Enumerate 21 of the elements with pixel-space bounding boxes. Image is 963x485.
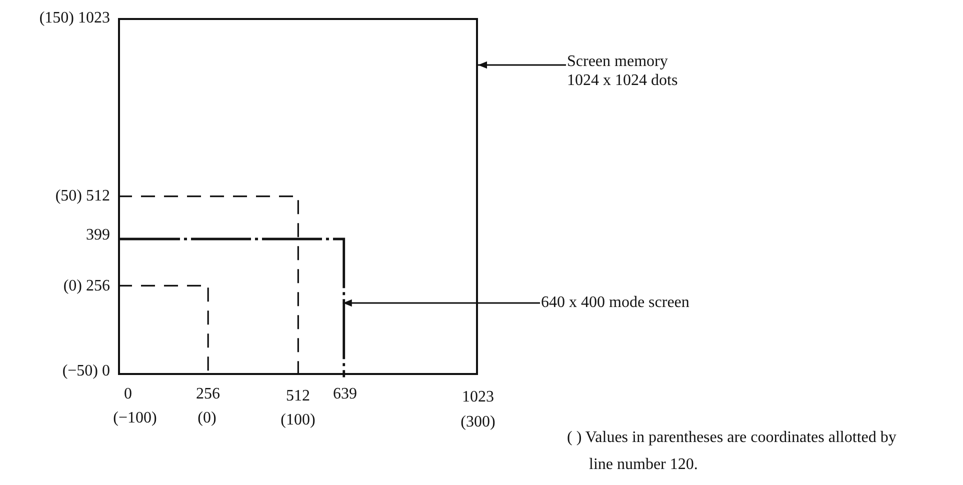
callout-text: 640 x 400 mode screen — [541, 293, 690, 312]
axis-value: (100) — [280, 410, 316, 430]
axis-value: 399 — [86, 225, 110, 245]
axis-value: (300) — [460, 412, 496, 432]
axis-value: (150) 1023 — [39, 8, 110, 28]
callout-text: Screen memory 1024 x 1024 dots — [567, 52, 692, 90]
leader-arrow — [478, 61, 566, 69]
axis-value: 512 — [286, 386, 310, 406]
axis-value: 639 — [333, 384, 357, 404]
note-text: ( ) Values in parentheses are coordinates allotted by line number 120. — [567, 428, 898, 476]
axis-value: 1023 — [462, 387, 494, 407]
axis-value: (0) 256 — [63, 276, 110, 296]
axis-value: 0 — [124, 384, 132, 404]
axis-value: (0) — [198, 408, 216, 428]
mode-screen-outline — [120, 238, 345, 377]
leader-arrow — [342, 299, 540, 307]
screen-memory-frame — [118, 18, 478, 375]
axis-value: (50) 512 — [55, 186, 110, 206]
axis-value: (−100) — [113, 408, 157, 428]
axis-value: 256 — [196, 384, 220, 404]
axis-value: (−50) 0 — [62, 361, 110, 381]
